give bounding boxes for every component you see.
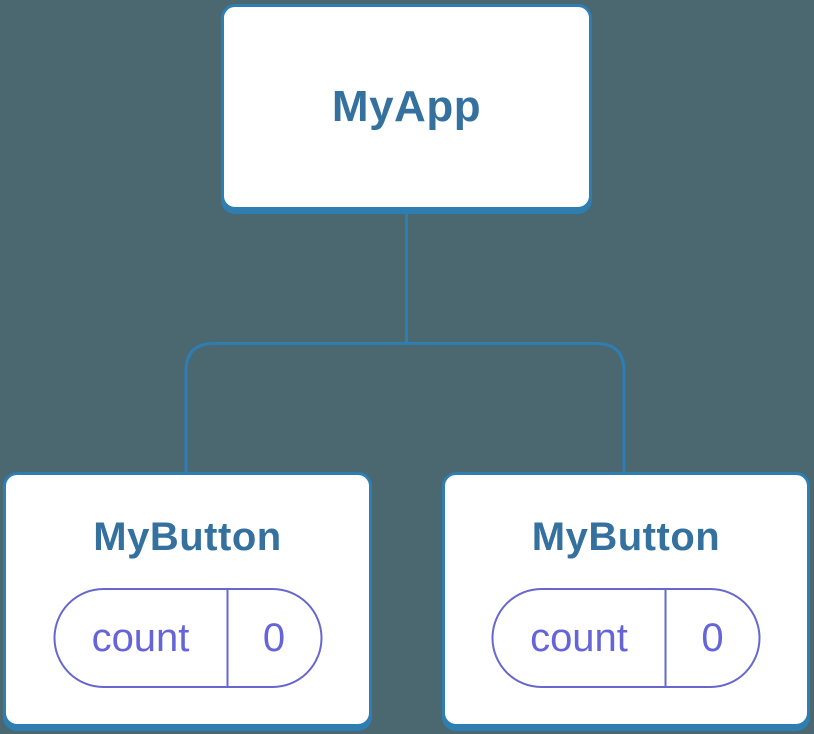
component-box-myapp: MyApp — [221, 4, 592, 210]
children-bracket-line — [184, 342, 626, 474]
state-value: 0 — [226, 590, 320, 686]
state-pill: count 0 — [491, 588, 761, 688]
component-name: MyButton — [93, 515, 282, 559]
component-name: MyButton — [531, 515, 721, 559]
state-key: count — [91, 616, 190, 660]
component-box-mybutton-1: MyButton count 0 — [3, 472, 372, 727]
component-box-mybutton-2: MyButton count 0 — [442, 472, 810, 727]
state-key: count — [530, 616, 628, 660]
state-pill: count 0 — [53, 588, 322, 688]
component-name: MyApp — [331, 82, 482, 131]
state-value: 0 — [664, 590, 759, 686]
